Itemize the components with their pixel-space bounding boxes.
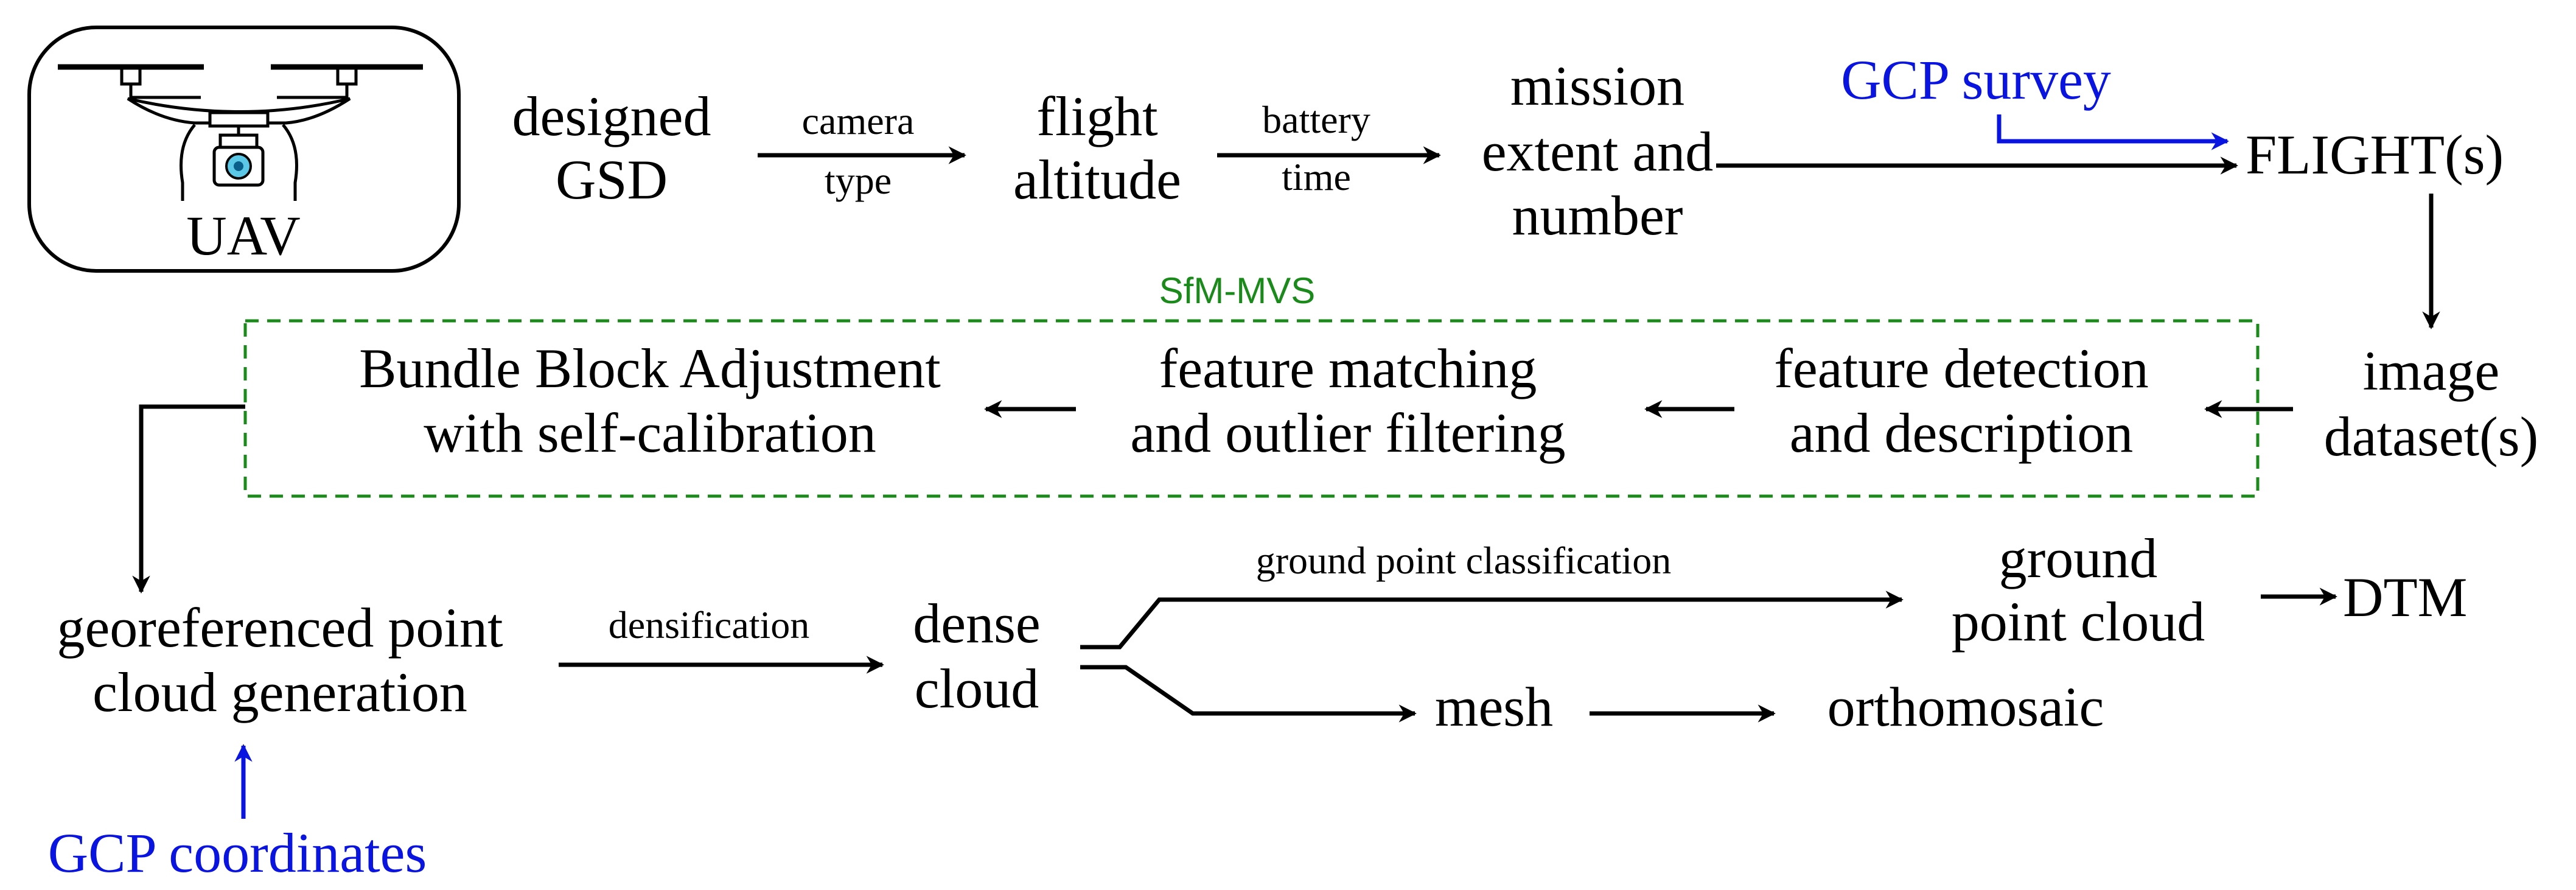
node-designed-gsd-line1: designed: [512, 85, 711, 147]
edge-label-densification: densification: [609, 603, 810, 646]
edge-battery-time: battery time: [1217, 98, 1441, 198]
input-gcp-coordinates: GCP coordinates: [48, 744, 427, 884]
node-dense-cloud-line1: dense: [913, 592, 1040, 654]
node-flight-altitude-line1: flight: [1036, 85, 1158, 147]
uav-box: UAV: [27, 26, 461, 273]
node-image-dataset-line1: image: [2363, 340, 2500, 402]
drone-icon: [58, 64, 423, 201]
node-ground-point-cloud: ground point cloud: [1952, 527, 2205, 653]
edge-label-type: type: [825, 159, 892, 202]
node-feature-detection-line1: feature detection: [1774, 337, 2149, 399]
node-feature-detection-line2: and description: [1790, 402, 2134, 464]
edge-densification: densification: [559, 603, 884, 674]
gcp-coordinates-label: GCP coordinates: [48, 822, 427, 884]
node-dense-cloud: dense cloud: [913, 592, 1040, 720]
sfm-mvs-group: SfM-MVS: [243, 270, 2260, 498]
gcp-survey-label: GCP survey: [1841, 49, 2111, 111]
node-flight-altitude-line2: altitude: [1013, 149, 1181, 211]
node-feature-detection: feature detection and description: [1774, 337, 2149, 464]
node-georef-line1: georeferenced point: [57, 597, 503, 659]
node-mesh: mesh: [1435, 676, 1553, 738]
node-feature-matching: feature matching and outlier filtering: [1130, 337, 1565, 464]
edge-label-camera: camera: [802, 99, 915, 142]
node-mission-line3: number: [1512, 184, 1683, 247]
node-mission: mission extent and number: [1482, 55, 1714, 247]
arrow-dense-to-mesh: [1080, 665, 1417, 723]
edge-label-ground-classification: ground point classification: [1256, 539, 1672, 582]
node-designed-gsd-line2: GSD: [556, 149, 668, 211]
node-orthomosaic: orthomosaic: [1827, 676, 2104, 738]
node-dense-cloud-line2: cloud: [915, 657, 1039, 720]
node-flight-altitude: flight altitude: [1013, 85, 1181, 211]
edge-label-battery: battery: [1262, 98, 1370, 141]
node-mission-line1: mission: [1510, 55, 1684, 117]
node-ground-line2: point cloud: [1952, 590, 2205, 653]
edge-ground-point-classification: ground point classification: [1080, 539, 1904, 650]
node-designed-gsd: designed GSD: [512, 85, 711, 211]
node-bundle-block-adjustment: Bundle Block Adjustment with self-calibr…: [359, 337, 941, 464]
node-georeferenced-point-cloud: georeferenced point cloud generation: [57, 597, 503, 723]
node-dtm: DTM: [2343, 566, 2467, 628]
node-feature-matching-line1: feature matching: [1159, 337, 1537, 399]
arrow-gcp-survey-to-flights: [1997, 114, 2229, 150]
node-flights: FLIGHT(s): [2246, 124, 2504, 186]
input-gcp-survey: GCP survey: [1841, 49, 2229, 150]
arrow-dense-to-ground: [1080, 590, 1904, 650]
uav-label: UAV: [186, 205, 300, 267]
node-feature-matching-line2: and outlier filtering: [1130, 402, 1565, 464]
node-image-dataset: image dataset(s): [2324, 340, 2539, 468]
edge-camera-type: camera type: [758, 99, 966, 202]
node-ground-line1: ground: [1999, 527, 2158, 589]
node-bba-line1: Bundle Block Adjustment: [359, 337, 941, 399]
node-image-dataset-line2: dataset(s): [2324, 405, 2539, 468]
node-mission-line2: extent and: [1482, 121, 1714, 183]
edge-label-time: time: [1282, 155, 1351, 198]
node-georef-line2: cloud generation: [92, 661, 467, 723]
node-bba-line2: with self-calibration: [424, 402, 876, 464]
sfm-mvs-label: SfM-MVS: [1159, 270, 1316, 311]
arrow-bba-to-georef: [132, 404, 245, 594]
